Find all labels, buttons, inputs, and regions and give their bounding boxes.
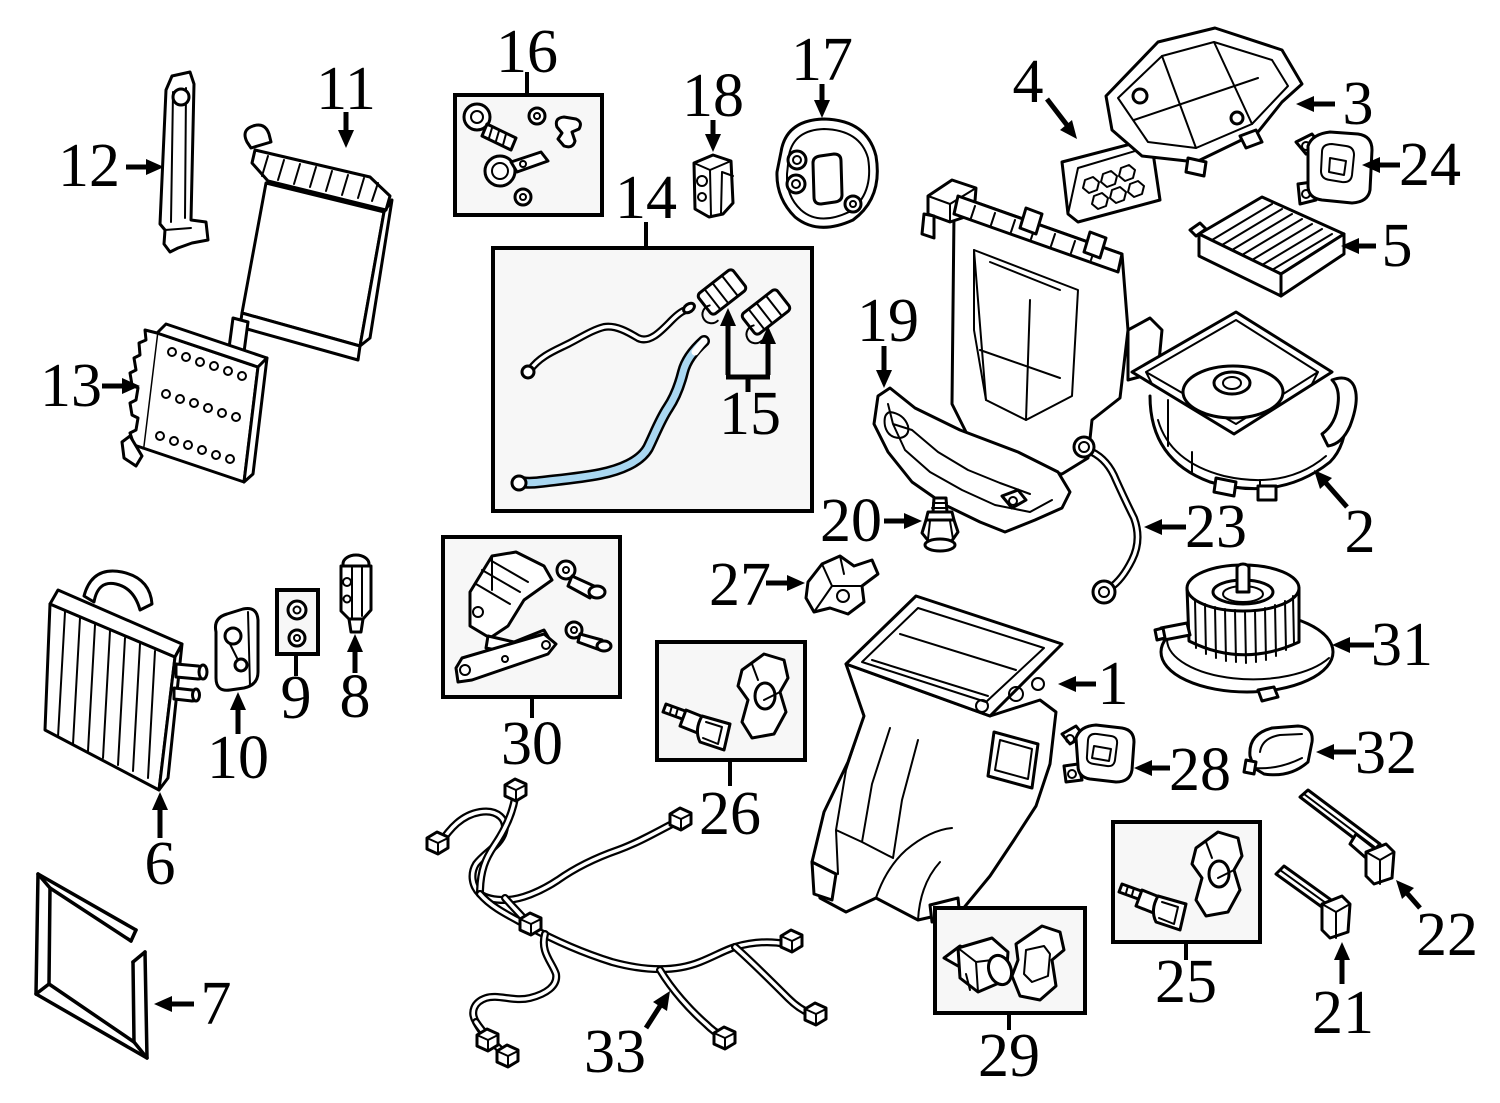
callout-19-label: 19: [857, 287, 919, 355]
callout-17-arrow: [814, 84, 830, 118]
part-3-intake-cover: [1104, 26, 1304, 178]
callout-27-arrow: [766, 575, 805, 591]
part-28-actuator: [1060, 723, 1136, 784]
part-17-seal-plate: [775, 117, 879, 229]
callout-15-label: 15: [719, 380, 781, 448]
callout-15-arrow: [725, 314, 771, 392]
callout-25-label: 25: [1155, 948, 1217, 1016]
part-group-30: [441, 535, 622, 699]
callout-23-label: 23: [1185, 493, 1247, 561]
callout-8-label: 8: [340, 663, 371, 731]
part-10-plate: [214, 607, 260, 692]
callout-3-arrow: [1296, 96, 1335, 112]
callout-33-arrow: [643, 991, 670, 1030]
part-22-sensor: [1298, 788, 1396, 886]
part-group-9: [275, 588, 320, 656]
callout-10-arrow: [230, 692, 246, 734]
harness-connectors: [425, 777, 828, 1069]
callout-24-label: 24: [1399, 131, 1461, 199]
callout-13-label: 13: [40, 352, 102, 420]
part-1-distribution-housing: [810, 594, 1064, 924]
callout-1-label: 1: [1098, 650, 1129, 718]
part-23-drain-tube: [1072, 435, 1142, 605]
callout-17-label: 17: [791, 26, 853, 94]
callout-29-label: 29: [978, 1022, 1040, 1090]
callout-21-arrow: [1334, 942, 1350, 984]
callout-13-arrow: [102, 378, 140, 394]
callout-18-label: 18: [682, 62, 744, 130]
callout-20-label: 20: [820, 487, 882, 555]
callout-22-arrow: [1396, 880, 1422, 910]
part-group-25: [1111, 820, 1262, 944]
part-27-bracket: [804, 554, 880, 616]
part-8-valve: [339, 553, 373, 634]
callout-6-label: 6: [145, 830, 176, 898]
part-19-bracket: [872, 386, 1072, 534]
callout-10-label: 10: [207, 724, 269, 792]
callout-6-arrow: [152, 792, 168, 838]
callout-33-label: 33: [584, 1018, 646, 1086]
callout-21-label: 21: [1312, 979, 1374, 1047]
callout-31-arrow: [1332, 637, 1374, 653]
callout-28-arrow: [1134, 760, 1170, 776]
callout-labels: 1 2 3 4 5 6 7 8 9 10 11 12 13 14 15 16 1…: [40, 18, 1478, 1090]
callout-9-label: 9: [281, 664, 312, 732]
part-31-blower-wheel: [1153, 562, 1335, 703]
part-group-26: [655, 640, 807, 762]
callout-12-label: 12: [58, 132, 120, 200]
callout-31-label: 31: [1371, 611, 1433, 679]
part-24-actuator: [1294, 130, 1374, 206]
part-32-cover: [1242, 724, 1314, 777]
part-group-29: [933, 906, 1087, 1015]
callout-7-arrow: [154, 996, 194, 1012]
callout-2-arrow: [1314, 470, 1349, 509]
callout-23-arrow: [1144, 519, 1186, 535]
part-20-screw: [920, 496, 960, 553]
callout-2-label: 2: [1345, 498, 1376, 566]
part-7-seal-frame: [34, 872, 149, 1060]
callout-7-label: 7: [201, 970, 232, 1038]
callout-3-label: 3: [1343, 70, 1374, 138]
callout-32-arrow: [1316, 744, 1356, 760]
part-18-valve: [692, 153, 735, 219]
callout-5-arrow: [1341, 238, 1376, 254]
callout-14-label: 14: [615, 164, 677, 232]
part-11-heater-core: [227, 123, 394, 362]
part-33-wiring-harness: [425, 777, 828, 1069]
callout-18-arrow: [705, 120, 721, 152]
callout-28-label: 28: [1169, 736, 1231, 804]
callout-1-arrow: [1058, 676, 1096, 692]
callout-26-label: 26: [699, 780, 761, 848]
callout-arrows: [102, 72, 1422, 1030]
callout-4-arrow: [1045, 97, 1077, 139]
callout-16-label: 16: [496, 18, 558, 86]
callout-11-label: 11: [316, 55, 376, 123]
callout-11-arrow: [338, 112, 354, 148]
callout-19-arrow: [876, 346, 892, 388]
callout-27-label: 27: [709, 551, 771, 619]
part-group-16: [453, 93, 604, 217]
callout-8-arrow: [347, 634, 363, 673]
callout-24-arrow: [1362, 157, 1400, 173]
callout-32-label: 32: [1355, 719, 1417, 787]
callout-4-label: 4: [1013, 48, 1044, 116]
part-21-sensor: [1274, 864, 1352, 940]
callout-22-label: 22: [1416, 901, 1478, 969]
callout-12-arrow: [126, 159, 164, 175]
part-13-heater-element: [120, 322, 269, 484]
highlighted-hose: [510, 335, 710, 492]
callout-20-arrow: [884, 513, 922, 529]
callout-5-label: 5: [1382, 212, 1413, 280]
part-group-14: [491, 246, 814, 513]
part-6-evaporator: [43, 569, 209, 792]
part-12-bracket: [158, 70, 210, 254]
callout-30-label: 30: [501, 710, 563, 778]
part-5-filter-tray: [1188, 195, 1346, 298]
